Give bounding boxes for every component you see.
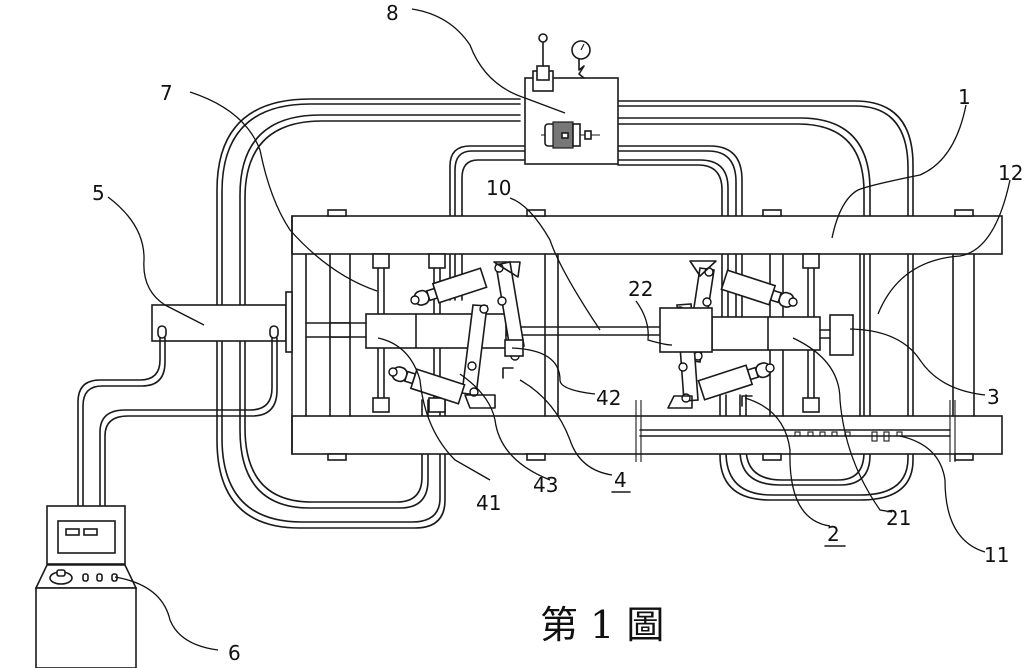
block-3	[829, 314, 854, 356]
label-4: 4	[614, 468, 627, 492]
machine-frame	[291, 209, 1003, 462]
workpiece-beam	[305, 313, 854, 356]
clamp-assembly-2	[659, 260, 798, 409]
reference-labels: 8 7 5 10 1 12 22 3 42 4 43 41 21 2 11 6	[92, 1, 1023, 665]
label-42: 42	[596, 386, 621, 410]
figure-caption: 第 1 圖	[540, 603, 664, 647]
clamp-assembly-4	[388, 261, 525, 409]
hydraulic-unit-8	[524, 33, 619, 165]
leader-lines	[107, 8, 1011, 651]
label-41: 41	[476, 491, 501, 515]
label-6: 6	[228, 641, 241, 665]
label-8: 8	[386, 1, 399, 25]
label-43: 43	[533, 473, 558, 497]
label-1: 1	[958, 85, 971, 109]
label-3: 3	[987, 385, 1000, 409]
label-21: 21	[886, 506, 911, 530]
label-12: 12	[998, 161, 1023, 185]
label-11: 11	[984, 543, 1009, 567]
label-5: 5	[92, 181, 105, 205]
unit-5	[77, 291, 293, 506]
label-22: 22	[628, 277, 653, 301]
label-10: 10	[486, 176, 511, 200]
hydraulic-hoses	[216, 98, 914, 529]
label-7: 7	[160, 81, 173, 105]
label-2: 2	[827, 522, 840, 546]
control-console-6	[34, 505, 138, 668]
